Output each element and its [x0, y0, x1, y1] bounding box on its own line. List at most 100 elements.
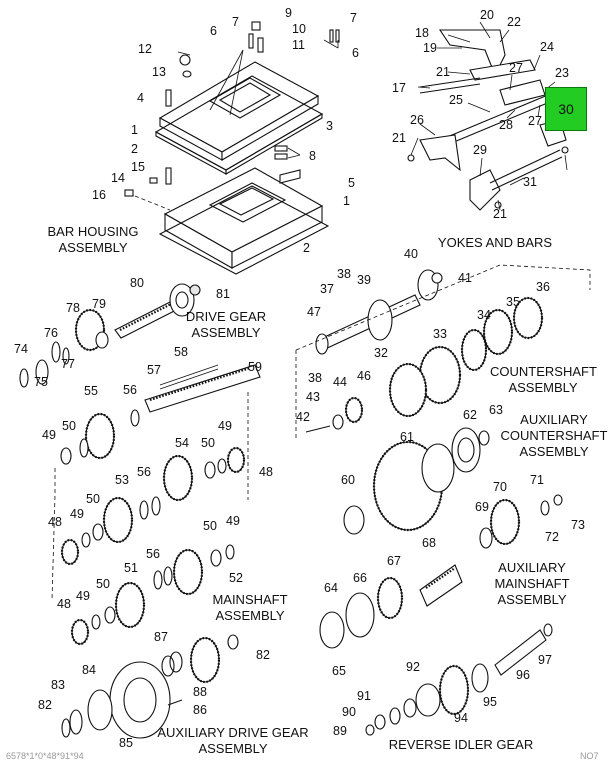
- callout-75: 75: [34, 375, 48, 389]
- callout-73: 73: [571, 518, 585, 532]
- callout-57: 57: [147, 363, 161, 377]
- callout-58: 58: [174, 345, 188, 359]
- reverse-idler-gear-assembly: [365, 623, 553, 736]
- callout-32: 32: [374, 346, 388, 360]
- callout-8: 8: [309, 149, 316, 163]
- callout-61: 61: [400, 430, 414, 444]
- callout-95: 95: [483, 695, 497, 709]
- callout-79: 79: [92, 297, 106, 311]
- callout-59: 59: [248, 360, 262, 374]
- callout-25: 25: [449, 93, 463, 107]
- callout-15: 15: [131, 160, 145, 174]
- callout-3: 3: [326, 119, 333, 133]
- callout-49b: 49: [218, 419, 232, 433]
- callout-40: 40: [404, 247, 418, 261]
- callout-92: 92: [406, 660, 420, 674]
- callout-38: 38: [337, 267, 351, 281]
- callout-72: 72: [545, 530, 559, 544]
- caption-auxiliary-countershaft-assembly: AUXILIARY COUNTERSHAFT ASSEMBLY: [500, 412, 608, 459]
- callout-82: 82: [256, 648, 270, 662]
- callout-4: 4: [137, 91, 144, 105]
- callout-11: 11: [292, 38, 305, 52]
- callout-49d: 49: [226, 514, 240, 528]
- callout-21: 21: [436, 65, 450, 79]
- callout-31: 31: [523, 175, 537, 189]
- caption-countershaft-assembly: COUNTERSHAFT ASSEMBLY: [490, 364, 597, 395]
- callout-53: 53: [115, 473, 129, 487]
- callout-96: 96: [516, 668, 530, 682]
- callout-27b: 27: [528, 114, 542, 128]
- callout-50e: 50: [96, 577, 110, 591]
- callout-22: 22: [507, 15, 521, 29]
- callout-77: 77: [61, 357, 75, 371]
- callout-86: 86: [193, 703, 207, 717]
- callout-50d: 50: [203, 519, 217, 533]
- callout-49: 49: [42, 428, 56, 442]
- callout-17: 17: [392, 81, 406, 95]
- callout-29: 29: [473, 143, 487, 157]
- callout-60: 60: [341, 473, 355, 487]
- mainshaft-assembly: [51, 364, 261, 646]
- callout-89: 89: [333, 724, 347, 738]
- callout-56: 56: [123, 383, 137, 397]
- callout-5: 5: [348, 176, 355, 190]
- auxiliary-drive-gear-assembly: [61, 634, 239, 739]
- callout-24: 24: [540, 40, 554, 54]
- callout-62: 62: [463, 408, 477, 422]
- callout-49c: 49: [70, 507, 84, 521]
- yokes-and-bars: [407, 29, 569, 211]
- bar-housing-assembly: [124, 21, 340, 275]
- auxiliary-mainshaft-assembly: [319, 494, 563, 649]
- callout-9: 9: [285, 6, 292, 20]
- caption-auxiliary-drive-gear-assembly: AUXILIARY DRIVE GEAR ASSEMBLY: [157, 725, 309, 756]
- callout-68: 68: [422, 536, 436, 550]
- callout-50b: 50: [201, 436, 215, 450]
- caption-mainshaft-assembly: MAINSHAFT ASSEMBLY: [212, 592, 288, 623]
- callout-48c: 48: [57, 597, 71, 611]
- callout-37: 37: [320, 282, 334, 296]
- callout-12: 12: [138, 42, 152, 56]
- callout-2: 2: [131, 142, 138, 156]
- callout-78: 78: [66, 301, 80, 315]
- callout-42: 42: [296, 410, 310, 424]
- highlighted-callout-30-label: 30: [558, 101, 574, 117]
- callout-80: 80: [130, 276, 144, 290]
- callout-49e: 49: [76, 589, 90, 603]
- callout-91: 91: [357, 689, 371, 703]
- callout-7b: 7: [350, 11, 357, 25]
- callout-56b: 56: [137, 465, 151, 479]
- callout-26: 26: [410, 113, 424, 127]
- callout-81: 81: [216, 287, 230, 301]
- caption-yokes-and-bars: YOKES AND BARS: [437, 235, 553, 250]
- callout-43: 43: [306, 390, 320, 404]
- callout-36: 36: [536, 280, 550, 294]
- callout-63: 63: [489, 403, 503, 417]
- countershaft-assembly: [295, 264, 591, 440]
- callout-54: 54: [175, 436, 189, 450]
- callout-7: 7: [232, 15, 239, 29]
- callout-67: 67: [387, 554, 401, 568]
- callout-51: 51: [124, 561, 138, 575]
- callout-6: 6: [210, 24, 217, 38]
- callout-35: 35: [506, 295, 520, 309]
- callout-88: 88: [193, 685, 207, 699]
- callout-13: 13: [152, 65, 166, 79]
- caption-auxiliary-mainshaft-assembly: AUXILIARY MAINSHAFT ASSEMBLY: [494, 560, 570, 607]
- callout-56c: 56: [146, 547, 160, 561]
- callout-28: 28: [499, 118, 513, 132]
- callout-97: 97: [538, 653, 552, 667]
- callout-23: 23: [555, 66, 569, 80]
- callout-19: 19: [423, 41, 437, 55]
- callout-47: 47: [307, 305, 321, 319]
- callout-39: 39: [357, 273, 371, 287]
- callout-70: 70: [493, 480, 507, 494]
- callout-20: 20: [480, 8, 494, 22]
- callout-21c: 21: [493, 207, 507, 221]
- callout-10: 10: [292, 22, 306, 36]
- callout-85: 85: [119, 736, 133, 750]
- callout-50c: 50: [86, 492, 100, 506]
- highlighted-callout-30[interactable]: 30: [545, 87, 587, 131]
- callout-46: 46: [357, 369, 371, 383]
- footer-page: NO7: [580, 751, 599, 761]
